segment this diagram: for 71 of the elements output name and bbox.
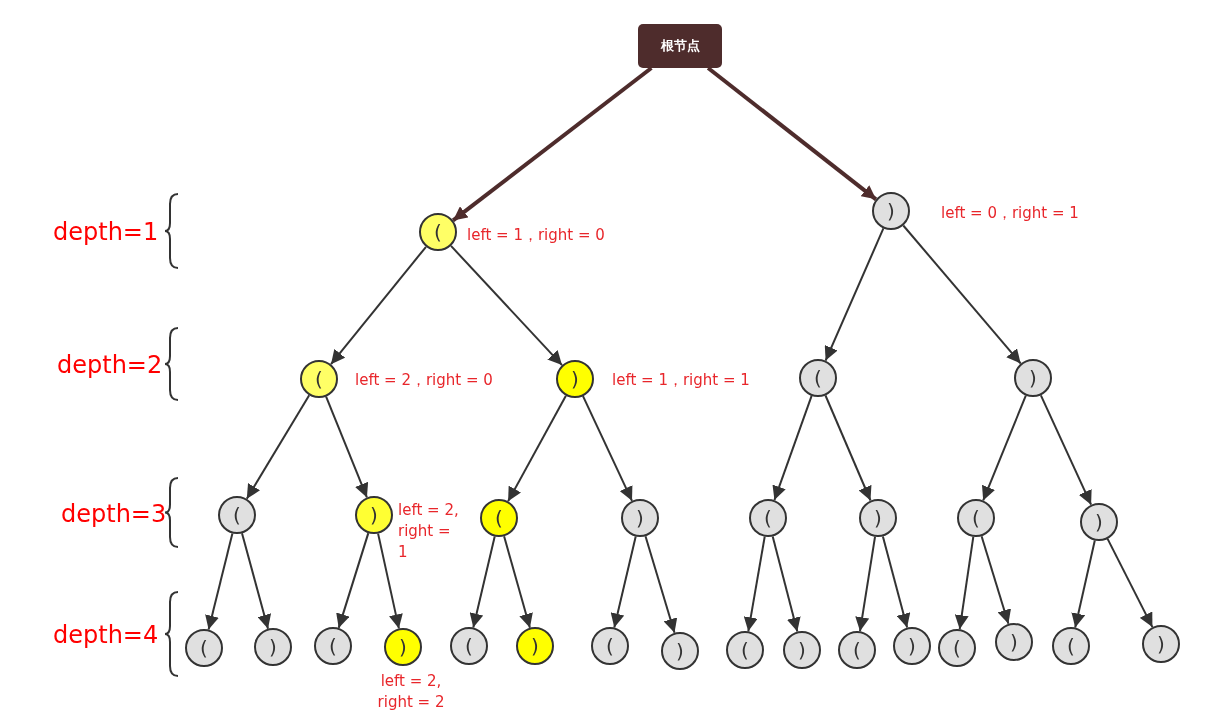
tree-node-circle: (	[480, 499, 518, 537]
tree-node-circle: (	[300, 360, 338, 398]
tree-node-circle: (	[938, 629, 976, 667]
arrow	[377, 532, 403, 630]
arrow	[881, 535, 911, 629]
arrow	[855, 535, 876, 633]
tree-node-circle: )	[995, 623, 1033, 661]
arrow	[980, 535, 1011, 625]
tree-node-circle: )	[1142, 625, 1180, 663]
tree-node-circle: )	[872, 192, 910, 230]
tree-node-circle: (	[419, 213, 457, 251]
arrow	[771, 535, 801, 633]
tree-node-circle: )	[783, 631, 821, 669]
arrow	[205, 532, 234, 631]
tree-node-circle: )	[1080, 503, 1118, 541]
tree-node-circle: (	[1052, 627, 1090, 665]
tree-node-circle: (	[185, 629, 223, 667]
tree-node-circle: (	[957, 499, 995, 537]
tree-node-circle: )	[661, 632, 699, 670]
arrow	[336, 532, 370, 629]
tree-node-circle: )	[384, 628, 422, 666]
tree-node-circle: )	[254, 628, 292, 666]
arrow	[450, 244, 563, 367]
count-annotation: left = 1，right = 1	[612, 370, 750, 391]
tree-node-circle: (	[314, 627, 352, 665]
count-annotation: left = 1，right = 0	[467, 225, 605, 246]
tree-node-circle: (	[591, 627, 629, 665]
arrow	[582, 395, 633, 502]
arrow	[824, 227, 885, 362]
arrow	[1071, 539, 1096, 629]
tree-node-circle: (	[450, 627, 488, 665]
tree-node-circle: (	[838, 631, 876, 669]
arrow	[245, 394, 311, 500]
tree-node-circle: (	[726, 631, 764, 669]
tree-node-circle: (	[218, 496, 256, 534]
tree-node-circle: )	[621, 499, 659, 537]
tree-node-circle: )	[1014, 359, 1052, 397]
arrow	[954, 535, 975, 631]
arrow	[902, 224, 1022, 365]
arrow	[644, 535, 678, 634]
tree-node-circle: )	[355, 496, 393, 534]
arrow	[772, 394, 813, 502]
depth-label: depth=1	[53, 218, 159, 246]
tree-node-circle: (	[749, 499, 787, 537]
root-box: 根节点	[638, 24, 722, 68]
depth-label: depth=4	[53, 621, 159, 649]
arrow	[469, 535, 496, 629]
tree-node-circle: (	[799, 359, 837, 397]
count-annotation: left = 0，right = 1	[941, 203, 1079, 224]
arrow	[325, 395, 369, 499]
depth-label: depth=2	[57, 351, 163, 379]
arrow	[982, 394, 1027, 502]
tree-node-circle: )	[516, 627, 554, 665]
tree-node-circle: )	[893, 627, 931, 665]
arrow	[743, 535, 766, 633]
arrow	[507, 394, 567, 503]
tree-node-circle: )	[859, 499, 897, 537]
arrow	[1039, 394, 1093, 506]
tree-node-circle: )	[556, 360, 594, 398]
arrow	[503, 535, 533, 629]
count-annotation: left = 2, right = 2	[376, 671, 446, 713]
arrow	[824, 394, 872, 502]
arrow	[241, 532, 272, 630]
count-annotation: left = 2, right = 1	[398, 500, 460, 563]
arrow	[706, 66, 878, 201]
depth-label: depth=3	[61, 500, 167, 528]
arrow	[610, 535, 637, 629]
count-annotation: left = 2，right = 0	[355, 370, 493, 391]
arrow	[1106, 537, 1154, 629]
arrow	[451, 66, 653, 222]
arrow	[330, 245, 427, 366]
